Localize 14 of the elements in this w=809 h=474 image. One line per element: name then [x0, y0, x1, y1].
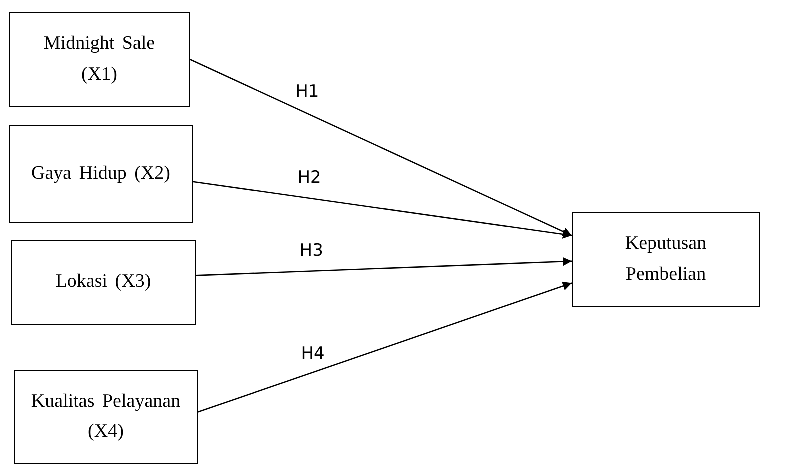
arrow: [192, 181, 572, 239]
variable-box: [11, 240, 196, 325]
variable-box: [9, 12, 190, 107]
variable-box: [14, 370, 198, 464]
variable-label: Kualitas Pelayanan (X4): [30, 390, 182, 444]
arrow: [190, 58, 572, 236]
variable-label: Keputusan Pembelian: [624, 232, 708, 286]
variable-label: Lokasi (X3): [56, 270, 152, 294]
variable-label: Gaya Hidup (X2): [32, 162, 170, 186]
arrow: [196, 257, 572, 276]
variable-box: [572, 212, 760, 307]
arrow: [198, 282, 572, 413]
variable-label: Midnight Sale (X1): [42, 32, 156, 86]
variable-box: [9, 125, 193, 223]
